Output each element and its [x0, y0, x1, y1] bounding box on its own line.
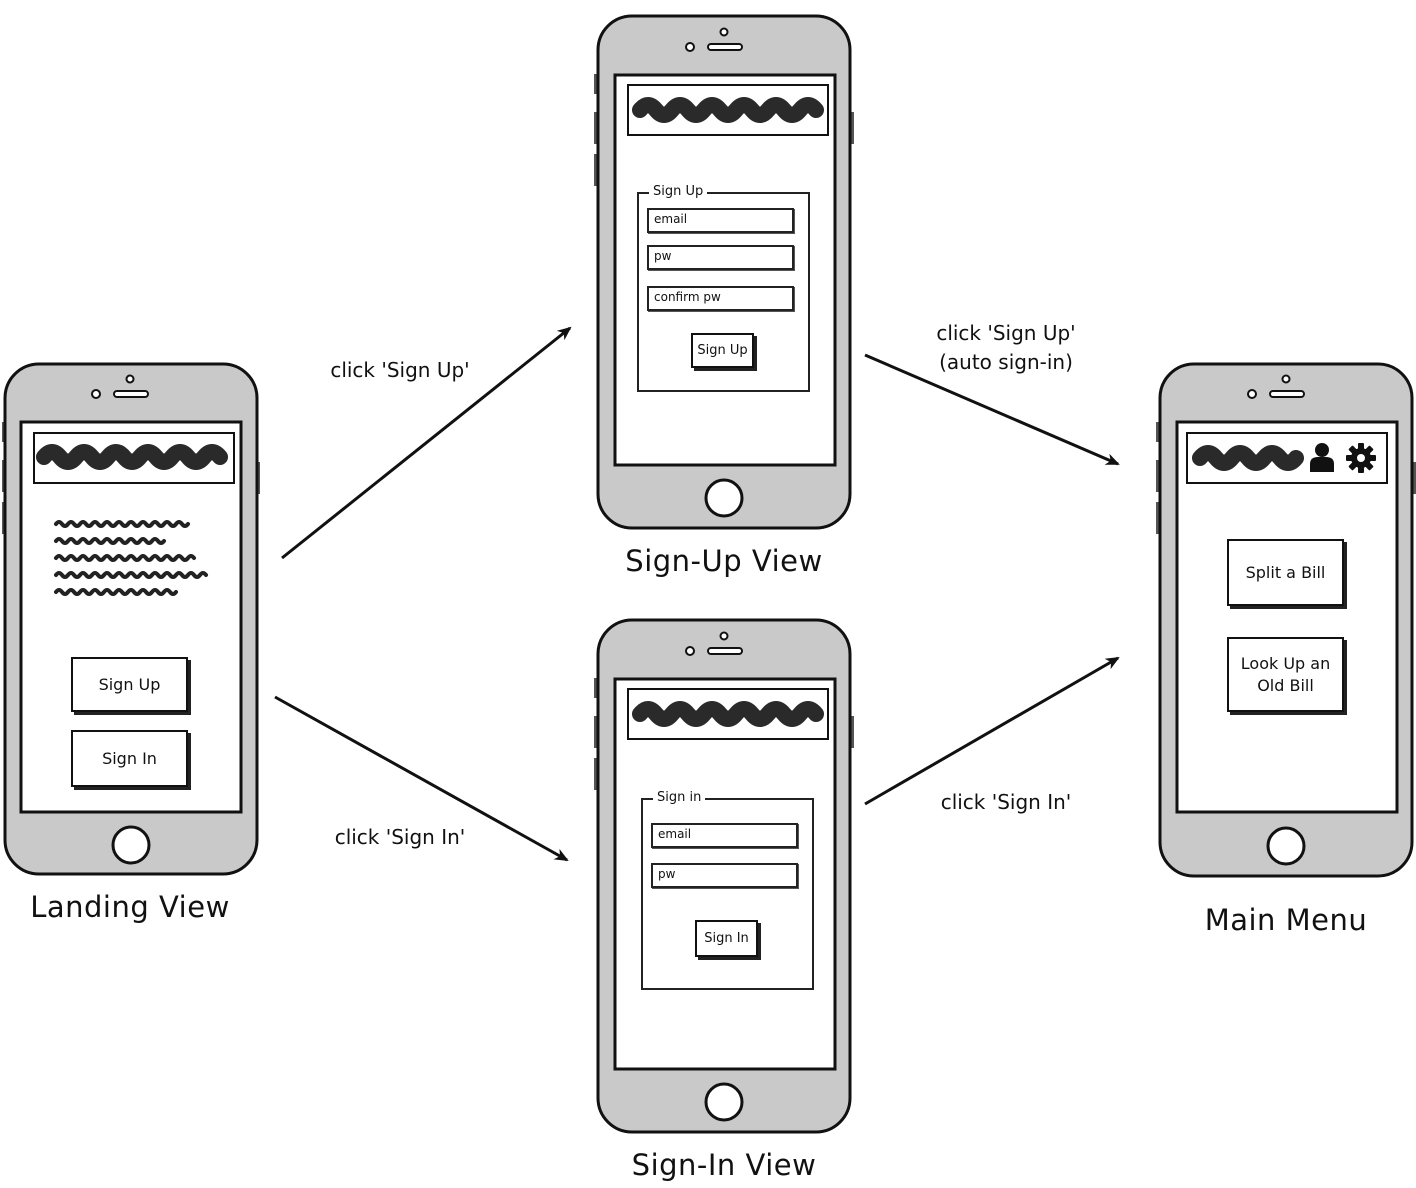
label-signup-to-main: click 'Sign Up' (auto sign-in): [936, 319, 1075, 377]
label-signin-to-main: click 'Sign In': [940, 790, 1072, 814]
sign-in-form: Sign in: [641, 789, 814, 990]
look-up-line-2: Old Bill: [1257, 675, 1314, 695]
sign-in-pw-field[interactable]: pw: [651, 863, 798, 888]
sign-up-pw-field[interactable]: pw: [647, 245, 794, 270]
label-signup-to-main-line-1: click 'Sign Up': [936, 321, 1076, 345]
gear-icon[interactable]: [1346, 443, 1376, 473]
sign-up-form-legend: Sign Up: [649, 183, 708, 201]
landing-sign-in-button[interactable]: Sign In: [71, 730, 188, 787]
landing-view-title: Landing View: [30, 890, 230, 924]
phone-main-menu: [1156, 362, 1416, 878]
phone-landing: [2, 362, 260, 876]
label-click-sign-up: click 'Sign Up': [330, 358, 470, 382]
main-menu-title: Main Menu: [1204, 903, 1368, 937]
sign-in-view-title: Sign-In View: [631, 1148, 817, 1182]
sign-in-form-legend: Sign in: [653, 789, 706, 807]
split-a-bill-button[interactable]: Split a Bill: [1227, 539, 1344, 606]
sign-in-email-field[interactable]: email: [651, 823, 798, 848]
label-signup-to-main-line-2: (auto sign-in): [939, 350, 1073, 374]
arrow-landing-to-signup: [281, 326, 572, 560]
sign-in-submit-button[interactable]: Sign In: [695, 920, 758, 957]
label-click-sign-in: click 'Sign In': [334, 825, 466, 849]
arrow-signup-to-main: [864, 353, 1120, 466]
sign-up-confirm-pw-field[interactable]: confirm pw: [647, 286, 794, 311]
look-up-old-bill-button[interactable]: Look Up an Old Bill: [1227, 637, 1344, 712]
user-icon[interactable]: [1308, 442, 1336, 472]
arrow-signin-to-main: [864, 656, 1120, 806]
look-up-line-1: Look Up an: [1240, 653, 1331, 673]
arrow-landing-to-signin: [274, 695, 569, 862]
sign-up-form: Sign Up: [637, 183, 810, 392]
sign-up-email-field[interactable]: email: [647, 208, 794, 233]
landing-sign-up-button[interactable]: Sign Up: [71, 657, 188, 712]
phone-sign-up: [594, 14, 854, 530]
sign-up-view-title: Sign-Up View: [625, 544, 823, 578]
sign-up-submit-button[interactable]: Sign Up: [691, 333, 754, 368]
